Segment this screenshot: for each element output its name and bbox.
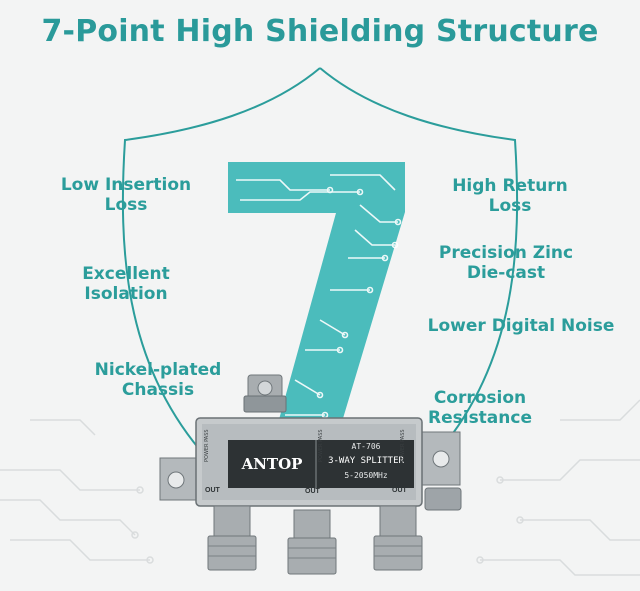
feature-line: Chassis	[121, 380, 195, 400]
feature-line: Loss	[488, 196, 532, 216]
feature-low-insertion-loss: Low Insertion Loss	[48, 175, 204, 215]
shield-outline	[121, 67, 519, 451]
device-model: AT-706	[351, 442, 381, 451]
feature-lower-digital-noise: Lower Digital Noise	[416, 316, 626, 336]
feature-line: Lower Digital Noise	[427, 316, 615, 336]
out-label-left: OUT	[205, 487, 220, 494]
feature-nickel-plated-chassis: Nickel-plated Chassis	[80, 360, 236, 400]
out-label-right: OUT	[392, 487, 407, 494]
feature-line: Die-cast	[466, 263, 546, 283]
feature-high-return-loss: High Return Loss	[430, 176, 590, 216]
device-brand: ANTOP	[241, 455, 303, 473]
feature-line: Loss	[104, 195, 148, 215]
page-title: 7-Point High Shielding Structure	[41, 14, 599, 49]
side-label-left: POWER PASS	[204, 429, 210, 462]
side-label-middle: POWER PASS	[318, 429, 324, 462]
seven-graphic	[228, 162, 405, 445]
feature-line: Nickel-plated	[94, 360, 222, 380]
feature-line: Resistance	[428, 408, 532, 428]
splitter-device	[159, 374, 462, 575]
feature-line: Precision Zinc	[438, 243, 574, 263]
feature-excellent-isolation: Excellent Isolation	[48, 264, 204, 304]
side-label-right: POWER PASS	[400, 429, 406, 462]
feature-line: Low Insertion	[60, 175, 192, 195]
feature-line: Isolation	[84, 284, 168, 304]
device-frequency: 5-2050MHz	[344, 471, 388, 480]
feature-corrosion-resistance: Corrosion Resistance	[410, 388, 550, 428]
feature-line: Excellent	[82, 264, 170, 284]
feature-precision-zinc-die-cast: Precision Zinc Die-cast	[428, 243, 584, 283]
device-name: 3-WAY SPLITTER	[328, 456, 404, 466]
out-label-middle: OUT	[305, 488, 320, 495]
feature-line: High Return	[452, 176, 568, 196]
feature-line: Corrosion	[433, 388, 527, 408]
background-circuit-traces	[0, 399, 640, 576]
